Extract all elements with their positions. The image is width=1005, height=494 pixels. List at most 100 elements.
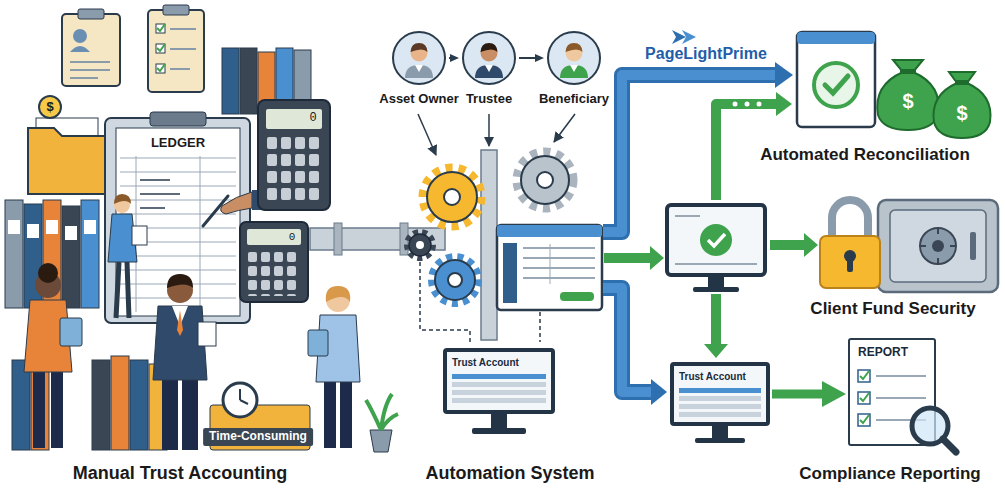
blue-pipe-arrow — [603, 288, 652, 392]
clerk-figure — [108, 194, 147, 318]
calculator — [258, 100, 330, 210]
binder-stack — [12, 360, 30, 450]
calculator — [248, 252, 300, 296]
gear — [537, 172, 553, 188]
gear — [427, 172, 477, 222]
green-arrow — [604, 246, 664, 270]
monitor-stand — [491, 414, 507, 428]
checklist-clipboard — [148, 5, 204, 92]
gear — [432, 257, 478, 303]
icon-collar — [485, 65, 493, 72]
flow-connector — [519, 57, 539, 59]
safe — [878, 200, 998, 292]
binder-stack — [92, 360, 110, 450]
money-bag — [877, 60, 938, 130]
binder-stack — [5, 200, 99, 308]
calculator-display: 0 — [309, 112, 316, 126]
clerk-figure — [132, 226, 147, 245]
binder-stack — [27, 224, 39, 238]
person-node: Asset Owner — [391, 30, 447, 86]
green-arrow — [776, 92, 792, 116]
icon-collar — [415, 65, 423, 72]
screen-row — [679, 412, 761, 417]
clipboard-icon — [70, 62, 110, 78]
clipboard-icon — [78, 9, 104, 19]
person-node: Beneficiary — [546, 30, 602, 86]
padlock — [832, 200, 868, 238]
gear — [407, 232, 433, 258]
monitor-stand — [712, 426, 728, 438]
green-arrow — [770, 233, 818, 257]
gear — [409, 234, 431, 256]
person-figure — [177, 310, 183, 336]
icon-hair — [481, 43, 498, 52]
gear — [517, 152, 573, 208]
person-figure — [38, 263, 58, 283]
section-title: Manual Trust Accounting — [73, 463, 287, 484]
flow-arrow — [554, 114, 575, 142]
alarm-clock — [240, 389, 248, 404]
dollar-folder — [28, 96, 106, 194]
text-line — [876, 375, 926, 377]
report-title: REPORT — [850, 340, 916, 366]
gear — [444, 189, 460, 205]
binder-stack — [62, 206, 80, 308]
alarm-clock — [223, 383, 257, 417]
writing-hand — [203, 190, 262, 226]
person-figure — [182, 378, 198, 450]
screen-title: Trust Account — [674, 368, 751, 386]
potted-plant — [370, 430, 392, 452]
icon-body — [405, 65, 433, 78]
check-monitor — [667, 205, 765, 275]
dashed-link — [420, 262, 470, 342]
section-title: Compliance Reporting — [799, 464, 980, 484]
currency-symbol: $ — [956, 102, 967, 125]
flow-arrow — [418, 114, 575, 155]
dashed-link — [539, 312, 541, 342]
blue-pipe-arrow — [651, 379, 667, 405]
blue-pipe-arrow — [775, 62, 793, 88]
icon-circle — [393, 32, 445, 84]
calculator — [266, 109, 322, 129]
person-figure — [340, 380, 352, 448]
safe — [920, 228, 956, 264]
gear — [435, 260, 475, 300]
gear — [448, 273, 462, 287]
person-figure — [162, 378, 178, 450]
monitor-screen: Trust Account — [670, 362, 770, 426]
section-title: Client Fund Security — [810, 299, 975, 319]
green-arrow — [650, 246, 664, 270]
money-bag — [955, 80, 969, 85]
money-bag — [900, 69, 916, 74]
reconciliation-window — [797, 32, 875, 127]
check-monitor — [708, 234, 725, 246]
money-bag — [933, 72, 990, 138]
calculator-display: 0 — [289, 231, 296, 244]
ledger-title: LEDGER — [151, 136, 205, 151]
software-window — [503, 243, 517, 303]
padlock — [820, 236, 880, 288]
gear — [416, 241, 424, 249]
reconciliation-window — [814, 63, 858, 107]
blue-pipe-arrow — [603, 288, 652, 392]
gear — [423, 168, 481, 226]
check-monitor — [667, 205, 765, 292]
check-mark — [860, 371, 869, 379]
safe — [878, 200, 998, 292]
binder-stack — [111, 356, 129, 450]
check-monitor — [675, 216, 757, 264]
person-icon — [461, 30, 517, 86]
text-line — [876, 397, 926, 399]
person-figure — [51, 368, 63, 448]
clipboard-icon — [73, 29, 87, 43]
potted-plant — [366, 394, 398, 452]
monitor-stand — [472, 428, 526, 434]
binder-stack — [84, 220, 96, 234]
safe — [970, 232, 976, 260]
role-label: Beneficiary — [539, 92, 609, 107]
calculator — [258, 100, 330, 210]
logo-mark — [672, 30, 696, 44]
pipe — [334, 223, 342, 255]
ledger-clipboard — [105, 118, 250, 323]
